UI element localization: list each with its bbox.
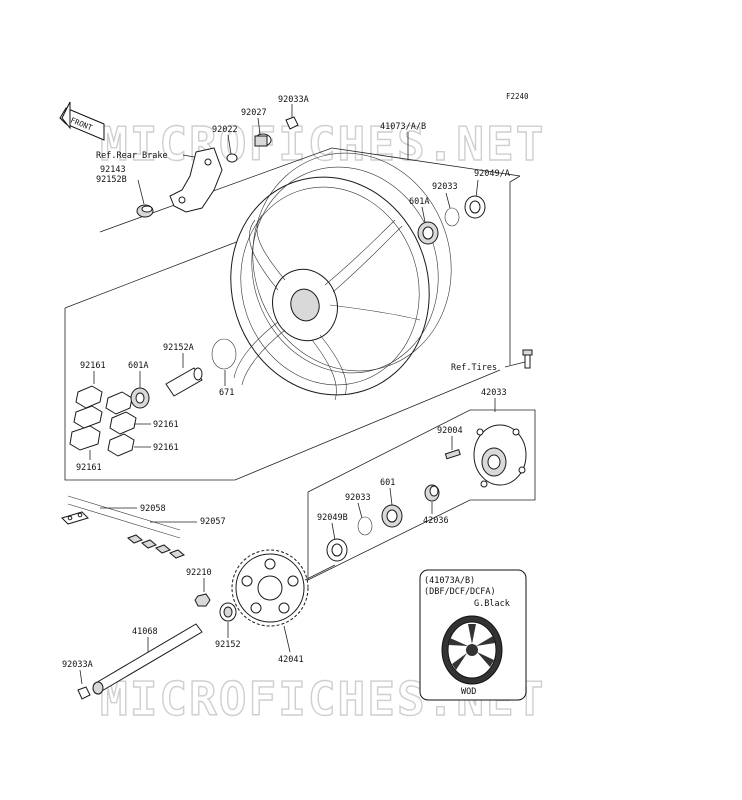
- watermark-top: MICROFICHES.NET: [100, 117, 545, 171]
- label-41068: 41068: [132, 627, 158, 637]
- rear-wheel: [230, 152, 452, 401]
- part-92210-nut: [194, 593, 211, 607]
- inset-line3: G.Black: [474, 599, 510, 609]
- part-92027: [254, 133, 272, 147]
- label-41073AB: 41073/A/B: [380, 122, 426, 132]
- label-92058: 92058: [140, 504, 166, 514]
- drive-chain: [61, 495, 185, 559]
- leader-sprocket-hub: [304, 564, 336, 581]
- leader-92027: [257, 117, 261, 135]
- part-601A-left: [130, 387, 150, 409]
- label-92152A: 92152A: [163, 343, 194, 353]
- inset-line1: (41073A/B): [424, 576, 475, 586]
- frame-upper-right: [509, 175, 521, 365]
- label-92161-d: 92161: [76, 463, 102, 473]
- label-92004: 92004: [437, 426, 463, 436]
- leader-92049B: [331, 522, 336, 541]
- part-601A-right: [417, 221, 439, 245]
- leader-601: [389, 487, 393, 506]
- inset-wheel: [441, 615, 503, 685]
- inset-line2: (DBF/DCF/DCFA): [424, 587, 496, 597]
- label-92049A: 92049/A: [474, 169, 510, 179]
- caliper-bracket: [169, 147, 223, 213]
- inset-box: (41073A/B) (DBF/DCF/DCFA) G.Black WOD: [419, 569, 527, 701]
- part-92033A-top: [285, 116, 299, 130]
- leader-92033A-bottom: [79, 669, 83, 685]
- label-42036: 42036: [423, 516, 449, 526]
- label-92057: 92057: [200, 517, 226, 527]
- label-ref-rear-brake: Ref.Rear Brake: [96, 151, 168, 161]
- label-92027: 92027: [241, 108, 267, 118]
- part-92152-collar: [219, 602, 237, 622]
- label-601: 601: [380, 478, 395, 488]
- part-92049A: [464, 195, 486, 219]
- label-92161-b: 92161: [153, 420, 179, 430]
- label-601A-right: 601A: [409, 197, 429, 207]
- part-92033-mid-circlip: [357, 516, 373, 536]
- drawing-code: F2240: [506, 92, 529, 101]
- leader-92033-mid: [357, 502, 363, 519]
- label-92161-a: 92161: [80, 361, 106, 371]
- sprocket-hub: [473, 424, 527, 488]
- part-92022: [226, 153, 238, 163]
- frame-upper-left: [64, 235, 253, 309]
- label-92152: 92152: [215, 640, 241, 650]
- damper-rubbers: [69, 385, 137, 457]
- leader-92033-top: [445, 192, 451, 209]
- frame-hub: [307, 409, 536, 581]
- label-92033-top: 92033: [432, 182, 458, 192]
- label-92033A-top: 92033A: [278, 95, 309, 105]
- leader-92049A: [475, 179, 479, 199]
- label-92143: 92143: [100, 165, 126, 175]
- inset-footer: WOD: [461, 687, 476, 697]
- label-92033-mid: 92033: [345, 493, 371, 503]
- label-92049B: 92049B: [317, 513, 348, 523]
- leader-ref-tires: [504, 361, 526, 368]
- label-601A-left: 601A: [128, 361, 148, 371]
- part-92033-top: [444, 207, 460, 227]
- leader-42041: [283, 625, 291, 653]
- part-671-oring: [211, 338, 237, 370]
- rear-axle: [92, 623, 203, 695]
- part-42036-collar: [424, 484, 440, 502]
- label-42041: 42041: [278, 655, 304, 665]
- leader-92152B: [137, 179, 145, 205]
- label-ref-tires: Ref.Tires: [451, 363, 497, 373]
- label-92152B: 92152B: [96, 175, 127, 185]
- leader-601A-right: [421, 206, 426, 223]
- label-92210: 92210: [186, 568, 212, 578]
- label-42033: 42033: [481, 388, 507, 398]
- part-92152B: [136, 204, 154, 218]
- label-92022: 92022: [212, 125, 238, 135]
- front-arrow-icon: FRONT: [59, 101, 105, 141]
- label-671: 671: [219, 388, 234, 398]
- tire-valve: [522, 349, 533, 369]
- part-92152A-spacer: [165, 367, 203, 397]
- label-92161-c: 92161: [153, 443, 179, 453]
- part-92033A-bottom-clip: [77, 686, 91, 700]
- part-601-bearing: [381, 504, 403, 528]
- frame-upper-bottom: [64, 308, 501, 481]
- part-92049B-seal: [326, 538, 348, 562]
- part-92004-stud: [444, 449, 461, 460]
- leader-92022: [227, 134, 232, 155]
- label-92033A-bottom: 92033A: [62, 660, 93, 670]
- rear-sprocket: [231, 549, 309, 627]
